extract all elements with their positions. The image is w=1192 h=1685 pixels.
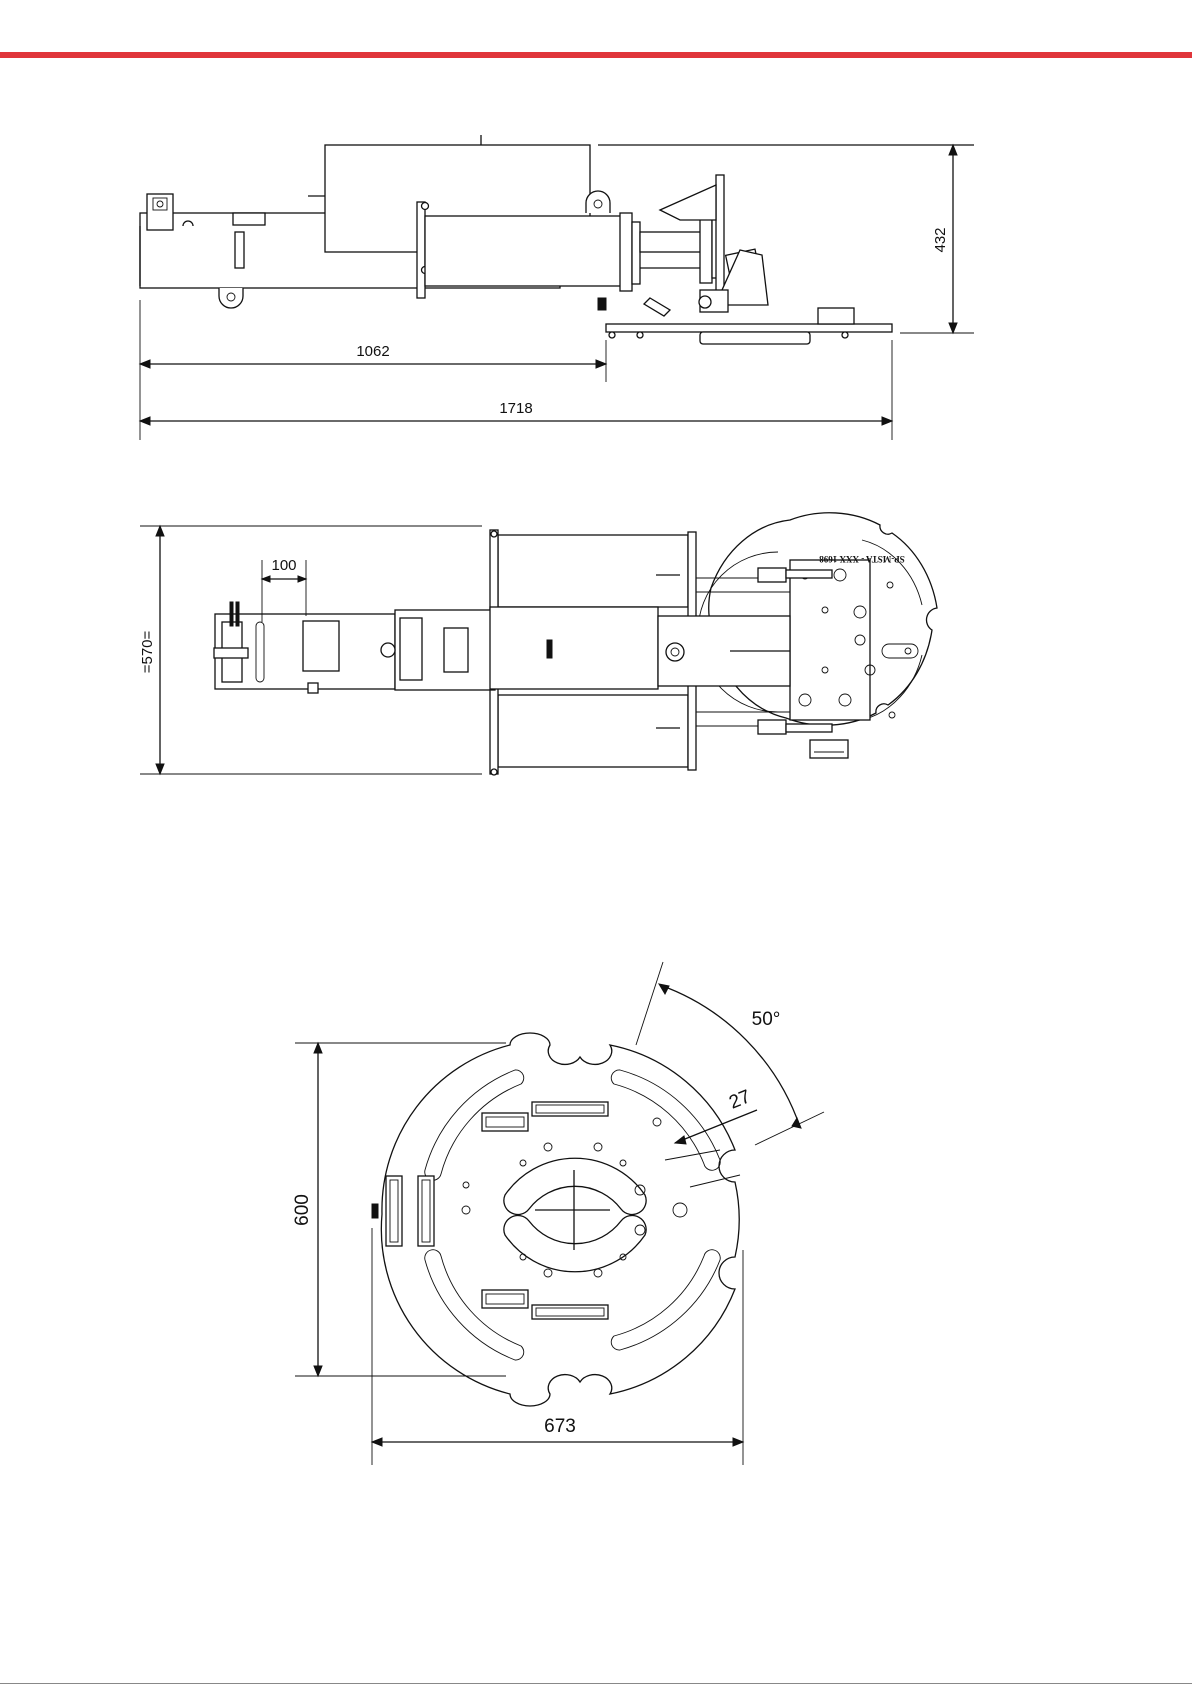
dim-partial-length: 1062 (356, 343, 389, 360)
top-view: SP-MSTA - XXX 1698 (139, 513, 937, 775)
dim-plate-height: 600 (292, 1194, 313, 1226)
side-clamp (147, 194, 173, 230)
dim-angle: 50° (752, 1009, 781, 1030)
dim-slot-width: 27 (726, 1086, 753, 1113)
top-cylinder-upper (498, 535, 688, 607)
footer-rule (0, 1683, 1192, 1684)
side-flange (417, 202, 425, 298)
top-engraved-stamp: SP-MSTA - XXX 1698 (819, 554, 905, 564)
plate-outline (381, 1033, 739, 1406)
dim-plate-width: 673 (544, 1416, 576, 1437)
dim-offset: 100 (271, 557, 296, 574)
plate-view: 600 673 50° 27 (292, 962, 824, 1465)
top-cylinder-lower (498, 695, 688, 767)
side-view: 1062 1718 432 (140, 135, 974, 440)
side-base-plate (606, 324, 892, 332)
dim-height: 432 (932, 227, 949, 252)
dim-total-length: 1718 (499, 400, 532, 417)
dim-width: =570= (139, 630, 156, 673)
